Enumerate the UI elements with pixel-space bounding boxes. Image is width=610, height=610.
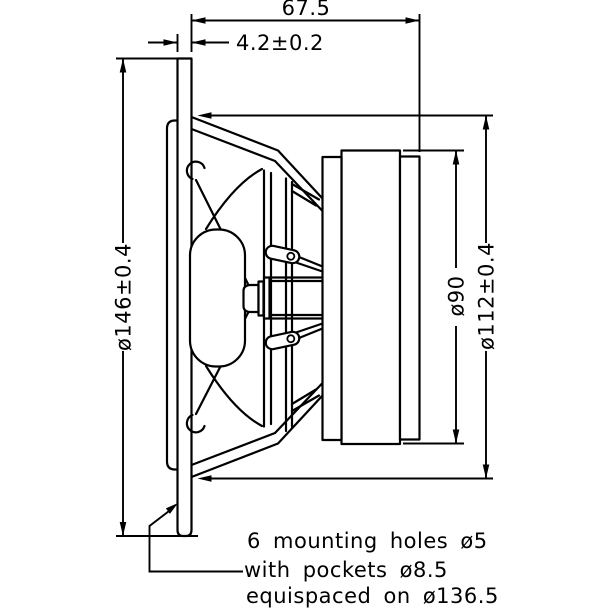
dim-arrowhead [191, 39, 206, 46]
dim-rear-frame-diameter-extensions [211, 114, 493, 480]
dim-arrowhead [452, 150, 460, 165]
terminal-lug-lower-hole [286, 334, 296, 344]
terminal-lug-lower [264, 330, 301, 351]
spider-rails [268, 276, 324, 320]
dim-mounting-depth: 67.5 [190, 0, 421, 152]
dim-arrowhead [191, 17, 206, 24]
dim-magnet-diameter-extensions [403, 149, 464, 445]
mounting-note: 6 mounting holes ø5 with pockets ø8.5 eq… [148, 503, 499, 608]
dim-magnet-diameter-label: ø90 [445, 275, 469, 316]
former-collar-outer [262, 276, 271, 320]
dim-magnet-diameter: ø90 [403, 149, 469, 445]
dim-flange-thickness: 4.2±0.2 [148, 31, 324, 55]
dim-flange-thickness-label: 4.2±0.2 [236, 31, 324, 55]
magnet-front-plate [321, 155, 343, 442]
dim-arrowhead [452, 429, 460, 444]
dim-arrowhead [482, 115, 490, 130]
gasket [165, 119, 179, 471]
dim-arrowhead [119, 522, 127, 536]
note-line-2: with pockets ø8.5 [244, 558, 448, 582]
magnet-back-plate [398, 155, 421, 441]
dim-arrowhead [482, 464, 490, 479]
lug-braces [294, 255, 324, 340]
dim-arrowhead [197, 475, 212, 482]
note-line-1: 6 mounting holes ø5 [247, 529, 488, 553]
terminal-lug-upper [264, 244, 301, 265]
dim-overall-diameter-label: ø146±0.4 [112, 243, 136, 351]
dim-overall-diameter: ø146±0.4 [112, 57, 198, 537]
dim-arrowhead [163, 39, 178, 46]
dim-overall-diameter-extensions [116, 57, 198, 537]
dim-rear-frame-diameter: ø112±0.4 [197, 112, 499, 482]
cone-window-lines [204, 167, 264, 428]
dim-mounting-depth-label: 67.5 [282, 0, 331, 20]
former-collar-inner [257, 280, 265, 317]
dim-arrowhead [119, 58, 127, 73]
basket-window-slats [290, 182, 321, 413]
speaker-side-view [165, 57, 421, 538]
terminal-lug-upper-hole [286, 251, 296, 261]
note-leader-arrowhead [165, 503, 178, 514]
magnet [340, 149, 402, 446]
dim-rear-frame-diameter-label: ø112±0.4 [475, 242, 499, 350]
voice-coil-former [242, 276, 271, 320]
note-line-3: equispaced on ø136.5 [246, 584, 499, 608]
basket-outline [190, 115, 324, 479]
dim-arrowhead [405, 17, 420, 24]
dust-cap [188, 228, 247, 368]
dim-arrowhead [197, 112, 212, 119]
former-cap [242, 283, 260, 314]
note-leader-line [148, 507, 243, 573]
